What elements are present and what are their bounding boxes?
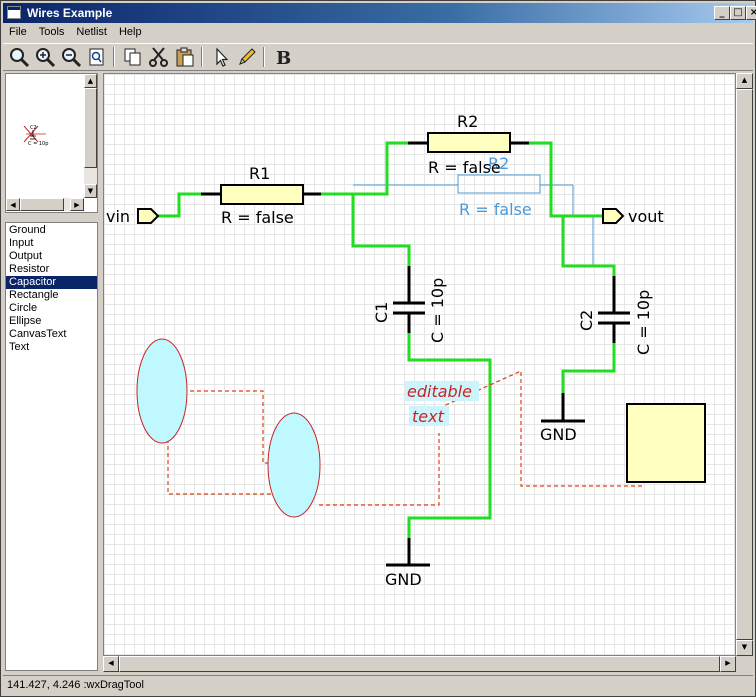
palette-item-capacitor[interactable]: Capacitor	[6, 276, 97, 289]
zoom-icon[interactable]	[7, 46, 31, 68]
scroll-down-button[interactable]: ▼	[736, 640, 753, 656]
schematic-drawing[interactable]: R2 R = false vin	[103, 73, 736, 656]
toolbar: B	[3, 43, 753, 71]
palette-item-rectangle[interactable]: Rectangle	[9, 289, 59, 301]
bold-icon[interactable]: B	[271, 46, 295, 68]
vin-label: vin	[106, 207, 130, 226]
scroll-left-button[interactable]: ◀	[6, 198, 20, 211]
preview-vertical-scrollbar[interactable]: ▲ ▼	[84, 74, 97, 198]
editable-text-line2: text	[412, 407, 445, 426]
ghost-resistor-r2: R2 R = false	[353, 154, 594, 266]
ellipse-shape-1[interactable]	[136, 338, 188, 444]
minimize-button[interactable]: _	[714, 6, 730, 20]
gnd-c1-label: GND	[385, 570, 422, 589]
ground-gnd-c2[interactable]: GND	[540, 393, 585, 444]
palette-item-ellipse[interactable]: Ellipse	[9, 315, 42, 327]
r1-value: R = false	[221, 208, 294, 227]
r2-name: R2	[457, 112, 478, 131]
c2-name: C2	[577, 310, 596, 331]
bold-icon-label: B	[276, 48, 291, 68]
toolbar-separator	[201, 47, 203, 67]
status-bar: 141.427, 4.246 :wxDragTool	[3, 675, 753, 695]
scroll-thumb[interactable]	[119, 656, 720, 672]
capacitor-c1[interactable]: C1 C = 10p	[372, 266, 447, 343]
cut-icon[interactable]	[147, 46, 171, 68]
palette-item-output[interactable]: Output	[9, 250, 43, 262]
r1-name: R1	[249, 164, 270, 183]
ghost-r2-value: R = false	[459, 200, 532, 219]
close-button[interactable]: ×	[746, 6, 756, 20]
zoom-fit-icon[interactable]	[85, 46, 109, 68]
palette-item-resistor[interactable]: Resistor	[9, 263, 50, 275]
editable-text[interactable]: editable text	[405, 381, 479, 426]
schematic-canvas[interactable]: R2 R = false vin	[103, 73, 736, 656]
scroll-up-button[interactable]: ▲	[84, 74, 97, 88]
palette-item-input[interactable]: Input	[9, 237, 34, 249]
ghost-r2-name: R2	[488, 154, 509, 173]
resistor-r2[interactable]: R2 R = false	[408, 112, 529, 177]
vout-label: vout	[628, 207, 664, 226]
menu-bar: File Tools Netlist Help	[3, 24, 753, 42]
preview-horizontal-scrollbar[interactable]: ◀ ▶	[6, 198, 84, 211]
toolbar-separator	[263, 47, 265, 67]
rectangle-shape[interactable]	[626, 403, 706, 483]
app-icon	[7, 6, 21, 19]
c2-value: C = 10p	[634, 290, 653, 355]
scroll-down-button[interactable]: ▼	[84, 184, 97, 198]
preview-cap-value: C = 10p	[28, 141, 48, 147]
pencil-icon[interactable]	[235, 46, 259, 68]
r2-value: R = false	[428, 158, 501, 177]
preview-cap-name: C2	[30, 125, 37, 131]
scroll-right-button[interactable]: ▶	[720, 656, 736, 672]
copy-icon[interactable]	[121, 46, 145, 68]
editable-text-line1: editable	[407, 382, 472, 401]
palette-item-ground[interactable]: Ground	[9, 224, 46, 236]
scroll-thumb[interactable]	[736, 89, 753, 640]
component-palette: Ground Input Output Resistor Capacitor R…	[5, 222, 98, 671]
scroll-left-button[interactable]: ◀	[103, 656, 119, 672]
toolbar-separator	[113, 47, 115, 67]
window-title: Wires Example	[27, 6, 113, 20]
menu-tools[interactable]: Tools	[38, 26, 65, 38]
zoom-in-icon[interactable]	[33, 46, 57, 68]
canvas-horizontal-scrollbar[interactable]: ◀ ▶	[103, 656, 736, 672]
input-port-vin[interactable]: vin	[106, 207, 160, 226]
maximize-button[interactable]: □	[730, 6, 746, 20]
ground-gnd-c1[interactable]: GND	[385, 538, 430, 589]
dashed-links	[167, 370, 643, 506]
palette-item-text[interactable]: Text	[9, 341, 30, 353]
menu-netlist[interactable]: Netlist	[76, 26, 107, 38]
preview-thumbnail: C2 C = 10p	[23, 125, 48, 147]
zoom-out-icon[interactable]	[59, 46, 83, 68]
resistor-r1[interactable]: R1 R = false	[201, 164, 321, 227]
output-port-vout[interactable]: vout	[602, 207, 664, 226]
title-bar[interactable]: Wires Example _ □ ×	[3, 3, 756, 23]
palette-item-circle[interactable]: Circle	[9, 302, 38, 314]
menu-help[interactable]: Help	[118, 26, 142, 38]
capacitor-c2[interactable]: C2 C = 10p	[577, 276, 653, 355]
canvas-vertical-scrollbar[interactable]: ▲ ▼	[736, 73, 753, 656]
paste-icon[interactable]	[173, 46, 197, 68]
ellipse-shape-2[interactable]	[267, 412, 321, 518]
palette-item-canvastext[interactable]: CanvasText	[9, 328, 67, 340]
c1-name: C1	[372, 302, 391, 323]
status-text: 141.427, 4.246 :wxDragTool	[7, 679, 144, 691]
scroll-thumb[interactable]	[84, 88, 97, 168]
gnd-c2-label: GND	[540, 425, 577, 444]
preview-pane: C2 C = 10p ▲ ▼ ◀ ▶	[5, 73, 98, 213]
pointer-icon[interactable]	[209, 46, 233, 68]
scroll-right-button[interactable]: ▶	[70, 198, 84, 211]
c1-value: C = 10p	[428, 278, 447, 343]
scroll-thumb[interactable]	[20, 198, 64, 211]
wires[interactable]	[158, 141, 616, 538]
menu-file[interactable]: File	[9, 26, 27, 38]
scroll-up-button[interactable]: ▲	[736, 73, 753, 89]
